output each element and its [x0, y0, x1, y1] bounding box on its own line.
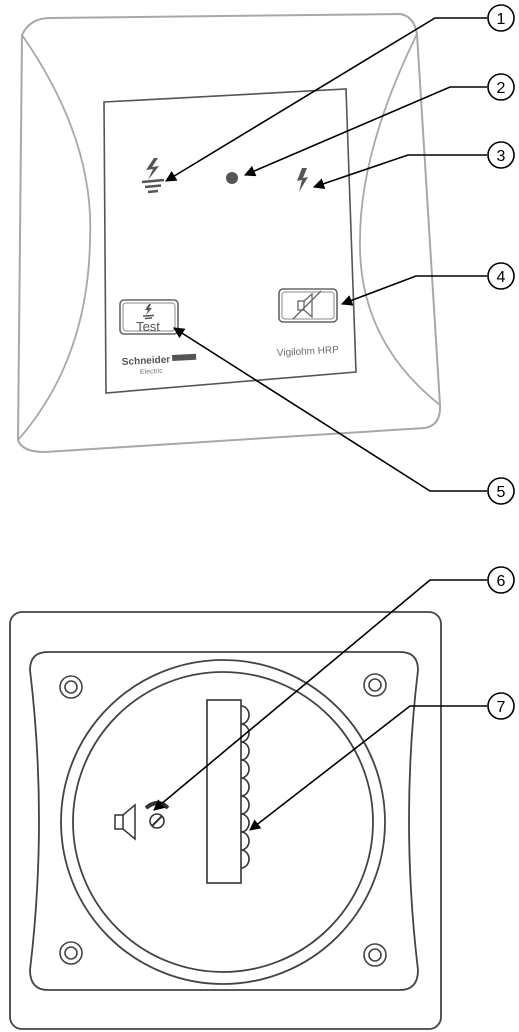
test-button[interactable]: Test — [119, 299, 179, 335]
mounting-screw — [59, 941, 83, 965]
test-button-label: Test — [136, 319, 160, 334]
callout-leaders — [153, 17, 487, 831]
callout-number: 2 — [497, 80, 506, 97]
earth-fault-small-icon — [142, 304, 155, 320]
leader-line-7 — [249, 705, 487, 831]
callout-circle — [487, 477, 515, 505]
mounting-screw — [59, 675, 83, 699]
fault-lightning-icon — [297, 168, 308, 192]
status-led — [226, 172, 238, 184]
callout-3: 3 — [487, 141, 515, 169]
leader-line-3 — [312, 154, 487, 190]
speaker-icon — [114, 803, 136, 841]
callout-number: 1 — [497, 11, 506, 28]
leader-line-6 — [153, 579, 487, 811]
callout-circle — [487, 73, 515, 101]
callout-2: 2 — [487, 73, 515, 101]
terminal-block — [206, 699, 250, 884]
callout-number: 7 — [497, 699, 506, 716]
mounting-screw — [363, 673, 387, 697]
callout-number: 5 — [497, 484, 506, 501]
callout-1: 1 — [487, 4, 515, 32]
right-bevel — [359, 33, 441, 406]
leader-line-1 — [165, 17, 487, 182]
callout-circle — [487, 262, 515, 290]
left-bevel — [17, 34, 92, 441]
callout-circle — [487, 692, 515, 720]
callout-number: 3 — [497, 148, 506, 165]
callout-4: 4 — [487, 262, 515, 290]
speaker-muted-icon — [292, 290, 322, 320]
callout-circle — [487, 141, 515, 169]
brand-name: Schneider — [122, 354, 171, 368]
leader-line-2 — [243, 86, 487, 177]
leader-line-4 — [340, 275, 487, 306]
callout-number: 4 — [497, 269, 506, 286]
buzzer-volume-adjuster[interactable] — [114, 801, 170, 841]
rear-view — [9, 611, 442, 1030]
terminal-scallops — [240, 705, 250, 869]
rear-housing-outer — [60, 659, 386, 985]
leader-line-5 — [173, 327, 487, 492]
rear-housing-inner — [72, 671, 374, 973]
schneider-logo: Schneider Electric — [122, 353, 197, 376]
callout-7: 7 — [487, 692, 515, 720]
model-name: Vigilohm HRP — [277, 345, 340, 359]
mounting-screw — [363, 943, 387, 967]
mute-button[interactable] — [278, 288, 338, 323]
callout-number: 6 — [497, 573, 506, 590]
brand-sub: Electric — [140, 368, 164, 376]
front-view: Test Schneider Electric Vigilohm HRP — [16, 12, 442, 454]
callout-circle — [487, 566, 515, 594]
callout-5: 5 — [487, 477, 515, 505]
earth-fault-icon — [141, 158, 165, 194]
callout-markers: 1 2 3 4 5 6 7 — [487, 4, 515, 720]
callout-6: 6 — [487, 566, 515, 594]
callout-circle — [487, 4, 515, 32]
